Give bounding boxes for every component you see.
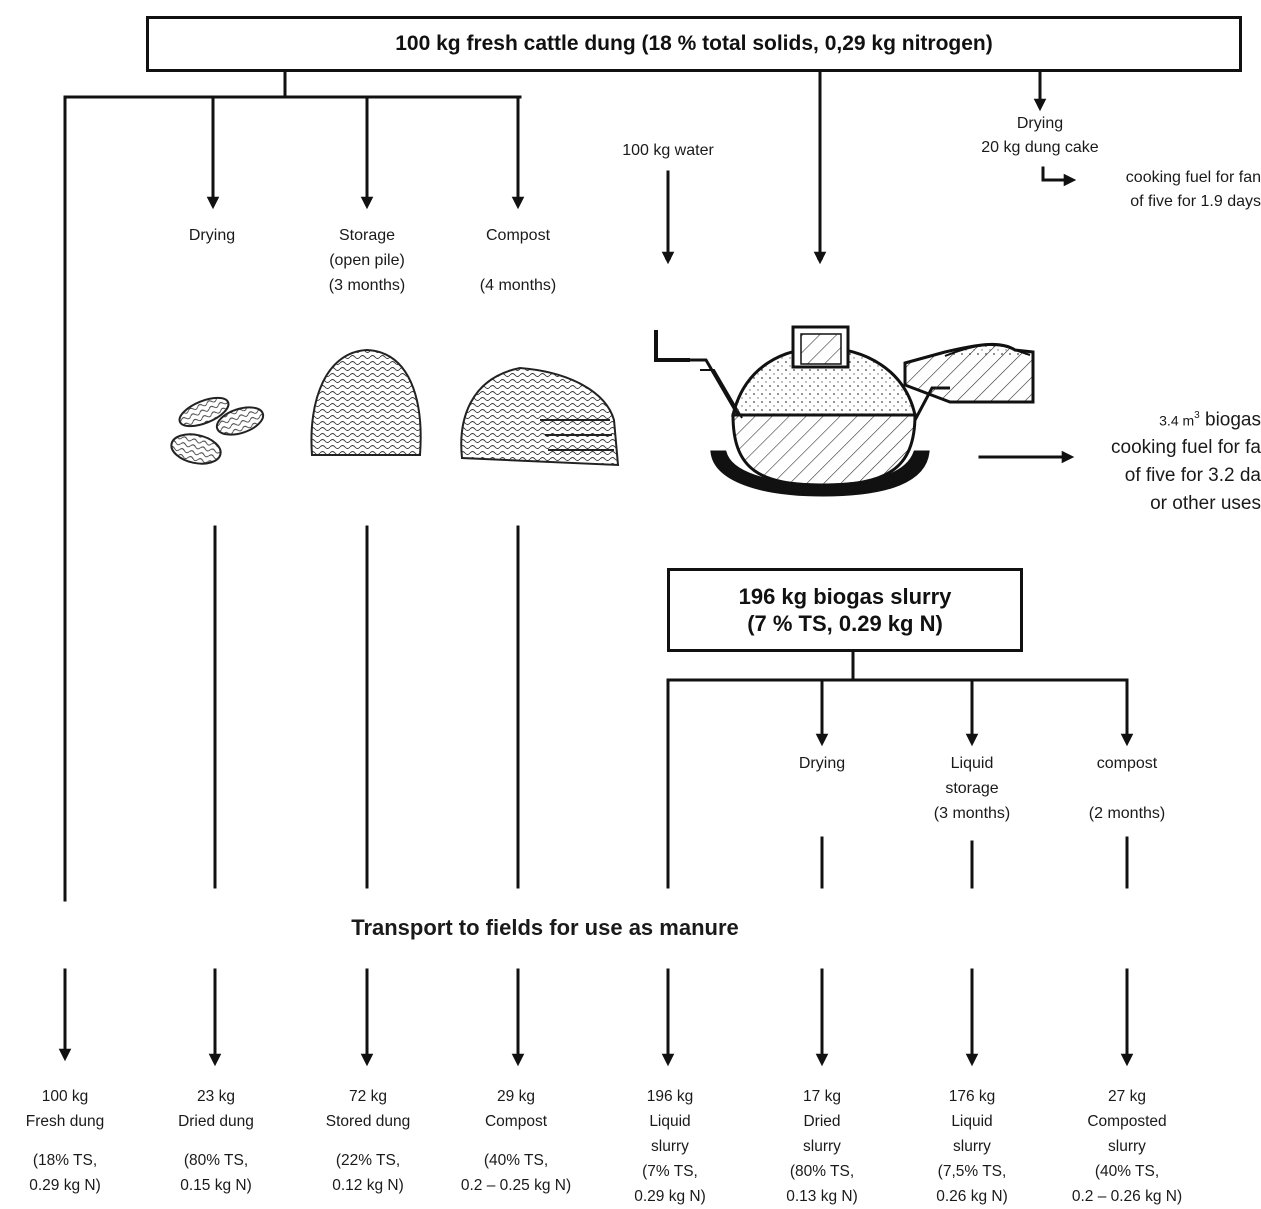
dung-cake-label: Drying 20 kg dung cake — [981, 115, 1099, 156]
dried-dung-illustration — [170, 396, 265, 465]
connector-lines — [58, 68, 1134, 1067]
biogas-slurry-amount: 196 kg biogas slurry — [738, 584, 952, 609]
water-input-label: 100 kg water — [622, 142, 714, 159]
output-fresh-dung: 100 kg Fresh dung (18% TS, 0.29 kg N) — [25, 1088, 105, 1194]
transport-heading: Transport to fields for use as manure — [351, 915, 739, 940]
output-liquid-slurry: 196 kg Liquid slurry (7% TS, 0.29 kg N) — [634, 1088, 706, 1205]
line-markers — [665, 255, 823, 261]
compost-label: Compost (4 months) — [479, 227, 557, 294]
fresh-dung-source-label: 100 kg fresh cattle dung (18 % total sol… — [395, 32, 993, 55]
stored-dung-pile-illustration — [310, 348, 422, 456]
fresh-dung-source-box: 100 kg fresh cattle dung (18 % total sol… — [146, 16, 1242, 72]
drying-label: Drying — [188, 227, 236, 244]
output-composted-slurry: 27 kg Composted slurry (40% TS, 0.2 – 0.… — [1071, 1088, 1183, 1205]
biogas-output-label: 3.4 m3 biogas cooking fuel for fa of fiv… — [1111, 409, 1261, 515]
biogas-digester-illustration — [654, 325, 1035, 497]
output-dried-slurry: 17 kg Dried slurry (80% TS, 0.13 kg N) — [786, 1088, 858, 1205]
biogas-slurry-composition: (7 % TS, 0.29 kg N) — [747, 611, 943, 636]
compost-heap-illustration — [460, 366, 620, 467]
slurry-compost-label: compost (2 months) — [1088, 755, 1166, 822]
biogas-slurry-box: 196 kg biogas slurry (7 % TS, 0.29 kg N) — [667, 568, 1023, 652]
slurry-drying-label: Drying — [798, 755, 846, 772]
storage-label: Storage (open pile) (3 months) — [328, 227, 406, 294]
output-stored-liquid-slurry: 176 kg Liquid slurry (7,5% TS, 0.26 kg N… — [936, 1088, 1008, 1205]
slurry-liquid-storage-label: Liquid storage (3 months) — [933, 755, 1011, 822]
output-compost: 29 kg Compost (40% TS, 0.2 – 0.25 kg N) — [460, 1088, 572, 1194]
output-stored-dung: 72 kg Stored dung (22% TS, 0.12 kg N) — [325, 1088, 411, 1194]
cake-cooking-fuel-label: cooking fuel for fan of five for 1.9 day… — [1125, 169, 1261, 210]
output-dried-dung: 23 kg Dried dung (80% TS, 0.15 kg N) — [178, 1088, 254, 1194]
